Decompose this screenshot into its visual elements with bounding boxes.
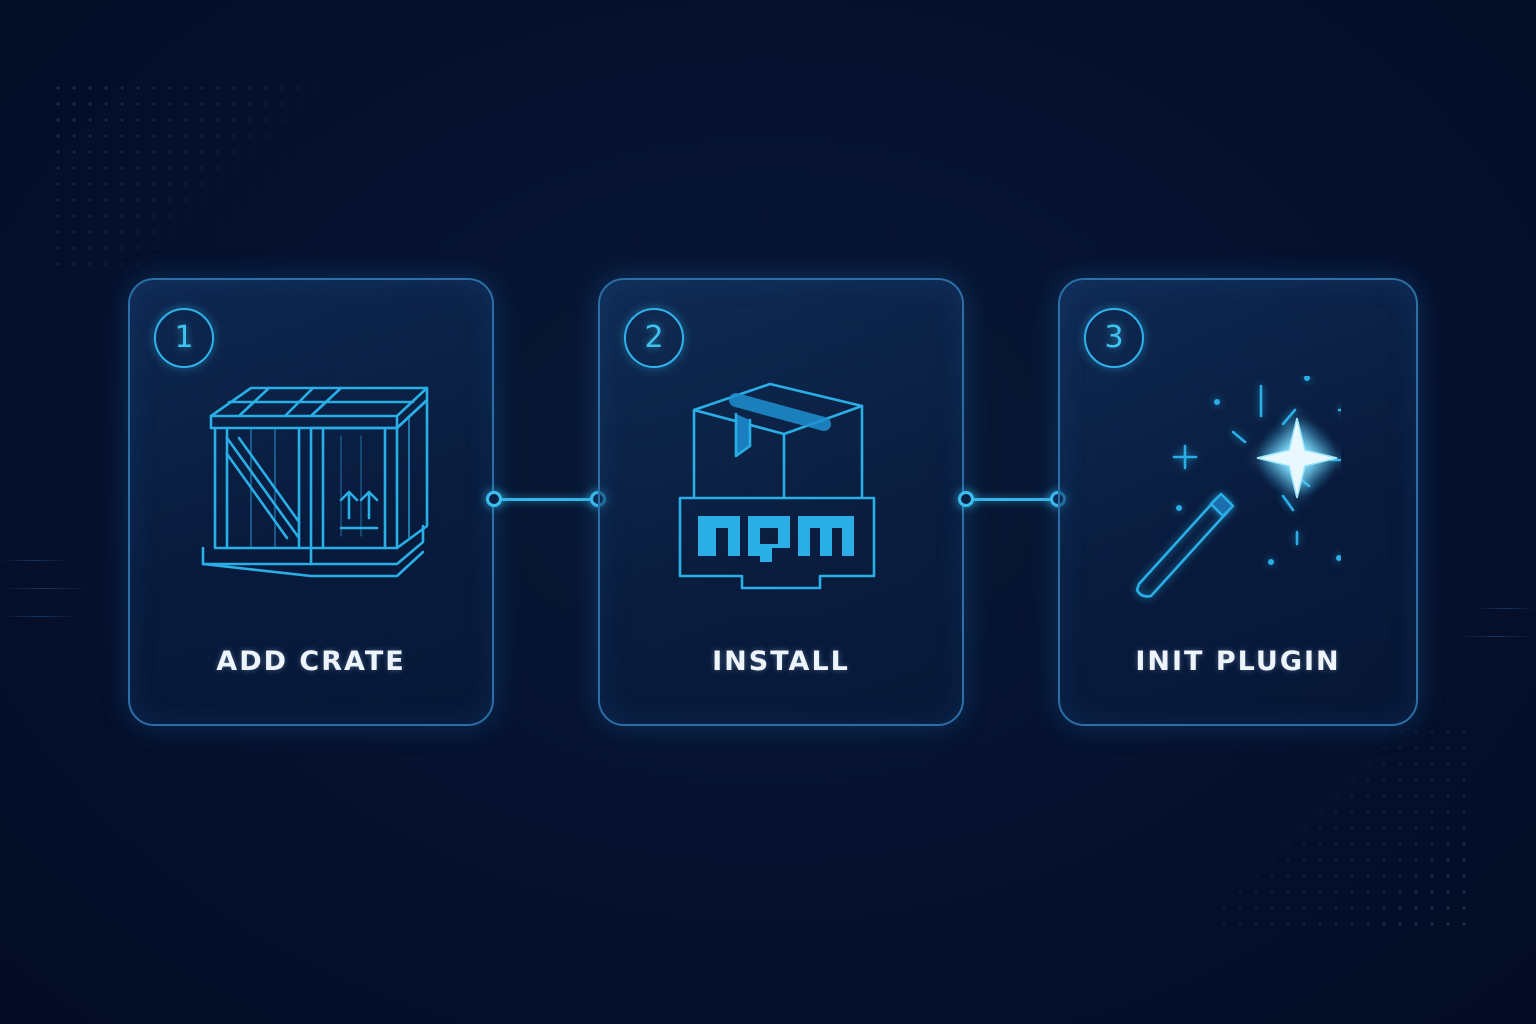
connector-node bbox=[486, 491, 502, 507]
npm-logo bbox=[698, 516, 854, 562]
background-line bbox=[0, 588, 90, 589]
step-number-badge: 3 bbox=[1084, 308, 1144, 368]
step-label: INSTALL bbox=[712, 646, 850, 677]
magic-wand-icon bbox=[1135, 376, 1341, 598]
background-line bbox=[0, 616, 80, 617]
connector-line-2-3 bbox=[966, 498, 1058, 501]
crate-icon bbox=[201, 386, 429, 578]
background-line bbox=[0, 560, 70, 561]
connector-node bbox=[958, 491, 974, 507]
step-card-add-crate: 1 ADD CRATE bbox=[128, 278, 494, 726]
background-dot-pattern-top-left bbox=[50, 80, 320, 270]
step-number-badge: 1 bbox=[154, 308, 214, 368]
step-number-badge: 2 bbox=[624, 308, 684, 368]
step-label: ADD CRATE bbox=[216, 646, 406, 677]
npm-package-icon bbox=[678, 382, 876, 590]
connector-line-1-2 bbox=[494, 498, 598, 501]
step-card-install: 2 INSTALL bbox=[598, 278, 964, 726]
background-dot-pattern-bottom-right bbox=[1216, 724, 1476, 934]
step-card-init-plugin: 3 bbox=[1058, 278, 1418, 726]
background-line bbox=[1476, 608, 1536, 609]
step-label: INIT PLUGIN bbox=[1135, 646, 1341, 677]
background-line bbox=[1456, 636, 1536, 637]
